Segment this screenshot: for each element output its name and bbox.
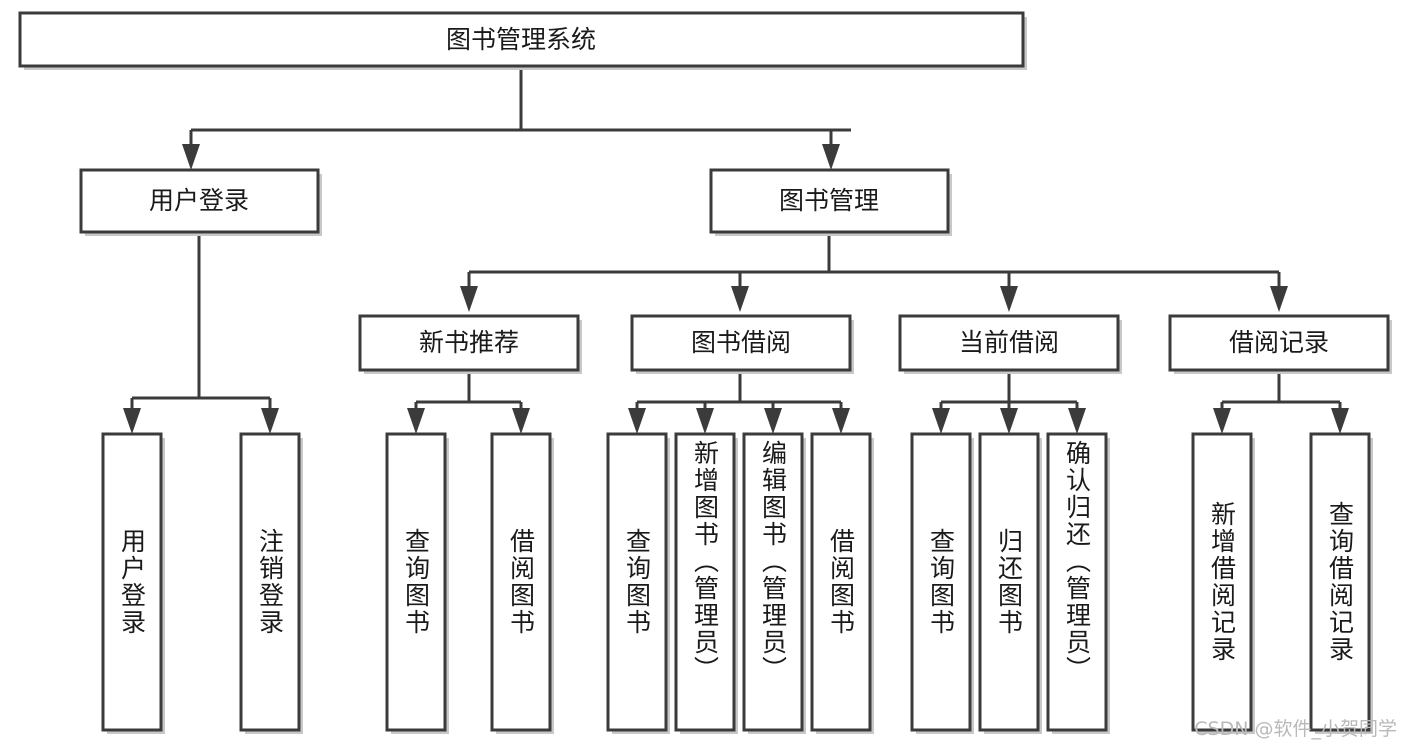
leaf-box-query-book-2[interactable]	[606, 432, 668, 732]
node-current-borrow-label: 当前借阅	[959, 328, 1059, 357]
node-current-borrow[interactable]: 当前借阅	[898, 314, 1122, 374]
arrow-head-icon	[1213, 408, 1231, 434]
arrow-head-icon	[261, 408, 279, 434]
node-new-book-recommend[interactable]: 新书推荐	[358, 314, 582, 374]
arrow-head-icon	[1000, 408, 1018, 434]
connector-borrowrecord-to-leaves	[1213, 374, 1349, 434]
node-root-label: 图书管理系统	[446, 25, 596, 54]
arrow-head-icon	[123, 408, 141, 434]
arrow-head-icon	[932, 408, 950, 434]
arrow-head-icon	[832, 408, 850, 434]
node-borrow-record[interactable]: 借阅记录	[1168, 314, 1392, 374]
arrow-head-icon	[731, 286, 749, 312]
arrow-head-icon	[1068, 408, 1086, 434]
connector-bookborrow-to-leaves	[628, 374, 850, 434]
leaf-box-query-book-3[interactable]	[910, 432, 972, 732]
node-book-borrow[interactable]: 图书借阅	[630, 314, 854, 374]
arrow-head-icon	[1000, 286, 1018, 312]
leaf-box-logout[interactable]	[239, 432, 301, 732]
leaf-box-borrow-book-2[interactable]	[810, 432, 872, 732]
connector-userlogin-to-leaves	[123, 232, 279, 434]
node-book-borrow-label: 图书借阅	[691, 328, 791, 357]
leaf-box-confirm-return[interactable]	[1046, 432, 1108, 732]
connector-bookmgmt-to-level3	[460, 232, 1288, 312]
leaf-box-query-book-1[interactable]	[385, 432, 447, 732]
node-book-management-label: 图书管理	[779, 186, 879, 215]
leaf-box-query-record[interactable]	[1309, 432, 1371, 732]
arrow-head-icon	[696, 408, 714, 434]
arrow-head-icon	[460, 286, 478, 312]
leaf-boxes	[101, 432, 1373, 734]
arrow-head-icon	[628, 408, 646, 434]
arrow-head-icon	[764, 408, 782, 434]
leaf-box-add-book[interactable]	[674, 432, 736, 732]
leaf-box-borrow-book-1[interactable]	[490, 432, 552, 732]
arrow-head-icon	[182, 144, 200, 170]
arrow-head-icon	[1270, 286, 1288, 312]
node-new-book-recommend-label: 新书推荐	[419, 328, 519, 357]
node-user-login-label: 用户登录	[149, 186, 249, 215]
connector-root-to-level2	[182, 66, 851, 170]
arrow-head-icon	[822, 144, 840, 170]
arrow-head-icon	[512, 408, 530, 434]
node-borrow-record-label: 借阅记录	[1229, 328, 1329, 357]
node-user-login[interactable]: 用户登录	[79, 168, 322, 236]
connector-currentborrow-to-leaves	[932, 374, 1086, 434]
leaf-box-edit-book[interactable]	[742, 432, 804, 732]
node-book-management[interactable]: 图书管理	[709, 168, 952, 236]
node-root[interactable]: 图书管理系统	[18, 11, 1027, 70]
leaf-box-add-record[interactable]	[1191, 432, 1253, 732]
arrow-head-icon	[407, 408, 425, 434]
leaf-box-return-book[interactable]	[978, 432, 1040, 732]
leaf-box-user-login[interactable]	[101, 432, 163, 732]
connector-newbook-to-leaves	[407, 374, 530, 434]
arrow-head-icon	[1331, 408, 1349, 434]
